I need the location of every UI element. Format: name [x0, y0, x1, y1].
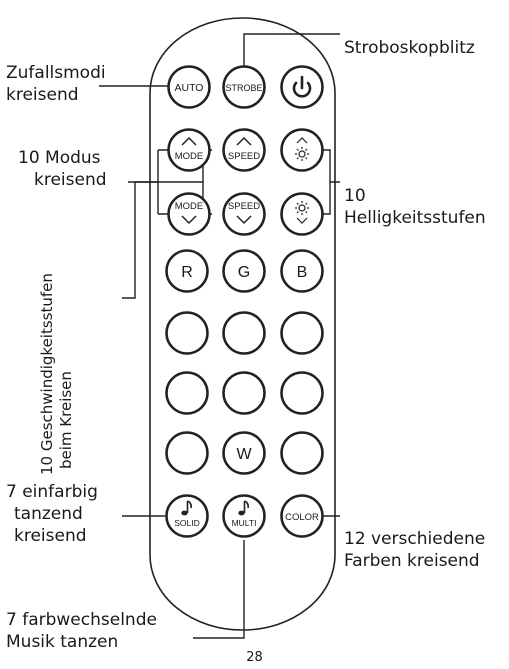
- red-label: R: [181, 264, 193, 281]
- speed-up-button[interactable]: SPEED: [222, 128, 266, 172]
- white-button[interactable]: W: [222, 431, 266, 475]
- color-button[interactable]: [165, 431, 209, 475]
- label-music: 7 farbwechselnde Musik tanzen: [6, 609, 157, 653]
- speed-down-button[interactable]: SPEED: [222, 192, 266, 236]
- color-button[interactable]: [165, 311, 209, 355]
- color-button[interactable]: [280, 431, 324, 475]
- label-brightness-line1: 10: [344, 186, 366, 206]
- power-button[interactable]: [280, 65, 324, 109]
- blue-button[interactable]: B: [280, 249, 324, 293]
- strobe-label: STROBE: [225, 83, 262, 93]
- color-label: COLOR: [285, 512, 319, 523]
- color-cycle-button[interactable]: COLOR: [280, 494, 324, 538]
- brightness-up-button[interactable]: [280, 128, 324, 172]
- music-note-icon: [181, 500, 192, 516]
- leader-brightness: [322, 149, 340, 215]
- strobe-button[interactable]: STROBE: [222, 65, 266, 109]
- label-colors-line1: 12 verschiedene: [344, 529, 486, 549]
- blue-label: B: [297, 264, 308, 281]
- leader-music: [193, 540, 245, 639]
- chevron-down-icon: [181, 215, 197, 225]
- multi-label: MULTI: [232, 518, 257, 528]
- chevron-up-icon: [236, 136, 252, 146]
- leader-strobe: [243, 33, 340, 68]
- speed-up-label: SPEED: [228, 151, 260, 162]
- speed-down-label: SPEED: [228, 201, 260, 212]
- solid-label: SOLID: [174, 518, 200, 528]
- green-button[interactable]: G: [222, 249, 266, 293]
- brightness-up-icon: [295, 137, 309, 161]
- mode-down-button[interactable]: MODE: [167, 192, 211, 236]
- mode-up-label: MODE: [175, 151, 204, 162]
- label-modes-line2: kreisend: [34, 170, 107, 190]
- page-number: 28: [246, 650, 263, 665]
- label-random-modes: Zufallsmodi kreisend: [6, 62, 106, 106]
- auto-label: AUTO: [175, 82, 204, 94]
- color-button[interactable]: [280, 311, 324, 355]
- color-button[interactable]: [222, 371, 266, 415]
- label-speed-line1: 10 Geschwindigkeitsstufen: [38, 273, 56, 475]
- mode-down-label: MODE: [175, 201, 204, 212]
- label-brightness: 10 Helligkeitsstufen: [344, 185, 486, 229]
- color-button[interactable]: [280, 371, 324, 415]
- label-speed: 10 Geschwindigkeitsstufen beim Kreisen: [38, 273, 76, 475]
- label-music-line1: 7 farbwechselnde: [6, 610, 157, 630]
- brightness-down-icon: [295, 201, 309, 224]
- label-modes-line1: 10 Modus: [18, 148, 101, 168]
- label-modes: 10 Modus kreisend: [18, 147, 107, 191]
- music-note-icon: [238, 500, 249, 516]
- label-solid-line3: kreisend: [14, 526, 87, 546]
- label-random-modes-line2: kreisend: [6, 85, 79, 105]
- chevron-down-icon: [236, 215, 252, 225]
- multi-button[interactable]: MULTI: [222, 494, 266, 538]
- power-icon: [292, 75, 312, 98]
- label-random-modes-line1: Zufallsmodi: [6, 63, 106, 83]
- chevron-up-icon: [181, 136, 197, 146]
- color-button[interactable]: [222, 311, 266, 355]
- label-brightness-line2: Helligkeitsstufen: [344, 208, 486, 228]
- leader-lines: [99, 33, 340, 639]
- label-speed-line2: beim Kreisen: [57, 371, 75, 469]
- white-label: W: [236, 446, 252, 463]
- red-button[interactable]: R: [165, 249, 209, 293]
- mode-up-button[interactable]: MODE: [167, 128, 211, 172]
- label-colors: 12 verschiedene Farben kreisend: [344, 528, 485, 572]
- green-label: G: [238, 264, 250, 281]
- label-music-line2: Musik tanzen: [6, 632, 119, 652]
- label-solid: 7 einfarbig tanzend kreisend: [6, 481, 98, 547]
- label-strobe-line1: Stroboskopblitz: [344, 38, 475, 58]
- label-strobe: Stroboskopblitz: [344, 37, 475, 59]
- label-colors-line2: Farben kreisend: [344, 551, 480, 571]
- label-solid-line1: 7 einfarbig: [6, 482, 98, 502]
- solid-button[interactable]: SOLID: [165, 494, 209, 538]
- auto-button[interactable]: AUTO: [167, 65, 211, 109]
- label-solid-line2: tanzend: [14, 504, 83, 524]
- color-button[interactable]: [165, 371, 209, 415]
- brightness-down-button[interactable]: [280, 192, 324, 236]
